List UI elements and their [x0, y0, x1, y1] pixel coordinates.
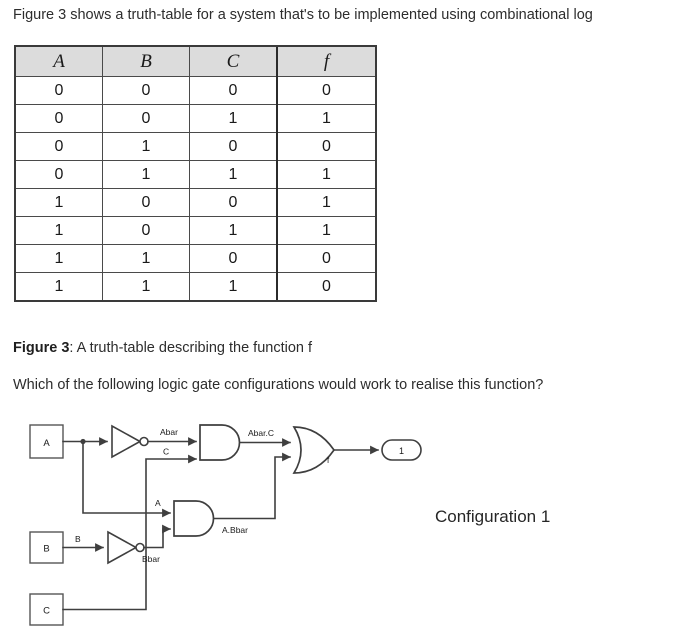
table-row: 0 1 0 0 — [14, 132, 377, 161]
cell-b: 0 — [102, 104, 190, 133]
cell-a: 1 — [14, 188, 103, 217]
cell-a: 1 — [14, 216, 103, 245]
cell-c: 0 — [189, 244, 278, 273]
and-gate-top — [199, 424, 241, 461]
output-terminal — [381, 439, 422, 461]
wire-a-branch-down — [82, 440, 171, 518]
logic-circuit-diagram: A B C Abar C A B Bbar Abar.C A.Bbar f 1 — [29, 424, 422, 626]
cell-b: 0 — [102, 216, 190, 245]
cell-a: 1 — [14, 244, 103, 273]
intro-paragraph: Figure 3 shows a truth-table for a syste… — [13, 7, 593, 23]
cell-b: 1 — [102, 244, 190, 273]
wire-a-bbar — [213, 452, 291, 520]
cell-a: 1 — [14, 272, 103, 302]
cell-f: 1 — [276, 160, 377, 189]
cell-f: 0 — [276, 132, 377, 161]
table-row: 1 1 1 0 — [14, 272, 377, 302]
input-block-c — [29, 593, 64, 626]
cell-b: 1 — [102, 160, 190, 189]
truth-table: A B C f 0 0 0 0 0 0 1 1 0 1 0 — [14, 45, 377, 302]
configuration-label: Configuration 1 — [435, 507, 551, 526]
cell-a: 0 — [14, 160, 103, 189]
cell-a: 0 — [14, 76, 103, 105]
cell-b: 1 — [102, 132, 190, 161]
table-header-row: A B C f — [14, 45, 377, 77]
cell-b: 0 — [102, 76, 190, 105]
table-header-a: A — [14, 45, 103, 77]
table-row: 1 0 1 1 — [14, 216, 377, 245]
cell-c: 1 — [189, 272, 278, 302]
truth-table-container: A B C f 0 0 0 0 0 0 1 1 0 1 0 — [14, 45, 377, 302]
cell-c: 1 — [189, 160, 278, 189]
cell-f: 1 — [276, 104, 377, 133]
cell-c: 0 — [189, 188, 278, 217]
cell-a: 0 — [14, 132, 103, 161]
table-header-c: C — [189, 45, 278, 77]
table-header-b: B — [102, 45, 190, 77]
table-row: 0 1 1 1 — [14, 160, 377, 189]
table-row: 1 0 0 1 — [14, 188, 377, 217]
figure-caption: Figure 3: A truth-table describing the f… — [13, 338, 312, 358]
cell-c: 0 — [189, 76, 278, 105]
question-text: Which of the following logic gate config… — [13, 377, 544, 393]
figure-caption-label: Figure 3 — [13, 340, 70, 356]
wire-bbar-to-and — [143, 524, 171, 549]
cell-f: 0 — [276, 244, 377, 273]
cell-c: 0 — [189, 132, 278, 161]
input-block-a — [29, 424, 64, 459]
wire-label-a: A — [155, 498, 161, 508]
table-header-f: f — [276, 45, 377, 77]
wire-label-bbar: Bbar — [142, 554, 160, 564]
input-block-a-label: A — [43, 438, 50, 449]
not-gate-a — [111, 424, 142, 459]
cell-a: 0 — [14, 104, 103, 133]
wire-label-c: C — [163, 447, 169, 457]
cell-c: 1 — [189, 216, 278, 245]
not-gate-b — [107, 530, 138, 565]
input-block-b-label: B — [43, 544, 49, 555]
cell-c: 1 — [189, 104, 278, 133]
wire-label-b: B — [75, 534, 81, 544]
table-row: 1 1 0 0 — [14, 244, 377, 273]
and-gate-bottom — [173, 500, 215, 537]
table-row: 0 0 1 1 — [14, 104, 377, 133]
not-gate-a-bubble — [139, 436, 149, 447]
wire-label-abar-c: Abar.C — [248, 428, 274, 438]
input-block-b — [29, 531, 64, 564]
input-block-c-label: C — [43, 606, 50, 617]
cell-f: 0 — [276, 76, 377, 105]
or-gate — [292, 426, 336, 474]
cell-f: 1 — [276, 188, 377, 217]
cell-b: 1 — [102, 272, 190, 302]
wire-c-to-and — [62, 454, 197, 611]
output-terminal-label: 1 — [399, 446, 404, 456]
wire-label-abar: Abar — [160, 427, 178, 437]
table-row: 0 0 0 0 — [14, 76, 377, 105]
wire-label-f: f — [327, 456, 330, 465]
wire-label-a-bbar: A.Bbar — [222, 525, 248, 535]
cell-f: 1 — [276, 216, 377, 245]
not-gate-b-bubble — [135, 542, 145, 553]
figure-caption-text: : A truth-table describing the function … — [69, 340, 313, 356]
cell-b: 0 — [102, 188, 190, 217]
cell-f: 0 — [276, 272, 377, 302]
